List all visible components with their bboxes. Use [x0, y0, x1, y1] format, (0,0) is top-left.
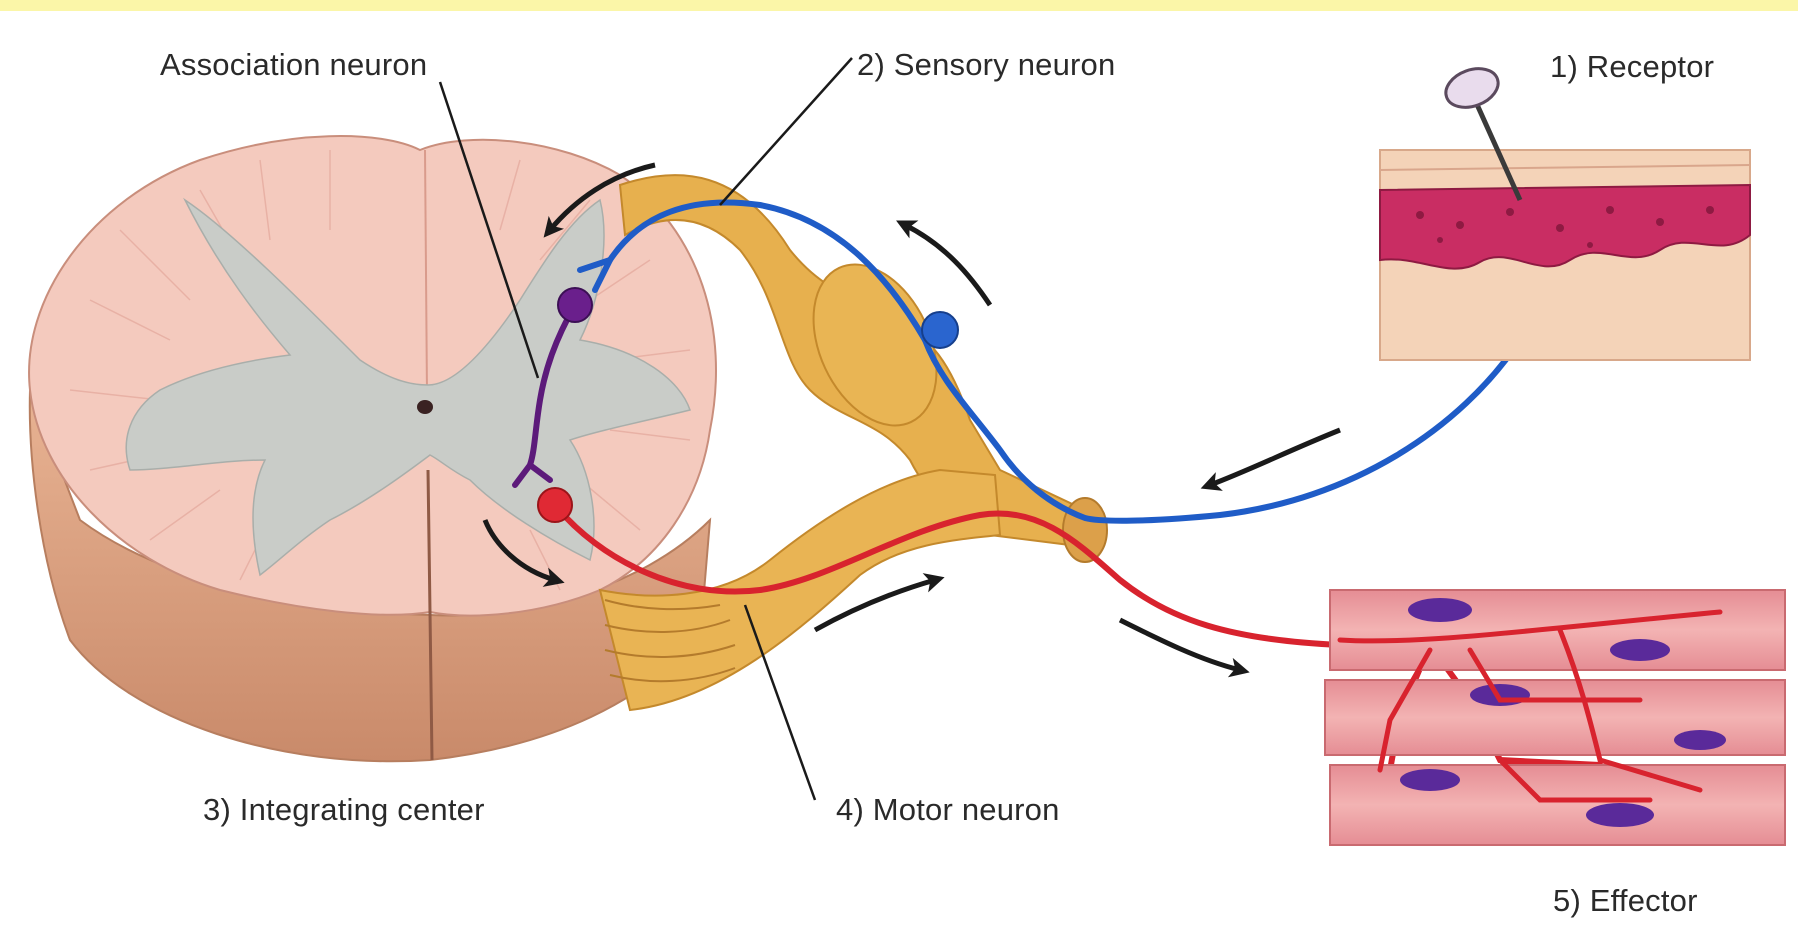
- motor-neuron-label: 4) Motor neuron: [836, 792, 1060, 828]
- arrow-from-receptor: [1210, 430, 1340, 485]
- receptor-skin: [1380, 62, 1750, 360]
- association-neuron-label: Association neuron: [160, 47, 427, 83]
- sensory-cell-body: [922, 312, 958, 348]
- integrating-center-label: 3) Integrating center: [203, 792, 485, 828]
- receptor-label: 1) Receptor: [1550, 49, 1714, 85]
- central-canal: [417, 400, 433, 414]
- motor-cell-body: [538, 488, 572, 522]
- effector-label: 5) Effector: [1553, 883, 1698, 919]
- sensory-neuron-label: 2) Sensory neuron: [857, 47, 1115, 83]
- arrow-along-dorsal-root: [905, 225, 990, 305]
- spinal-cord: [29, 136, 716, 761]
